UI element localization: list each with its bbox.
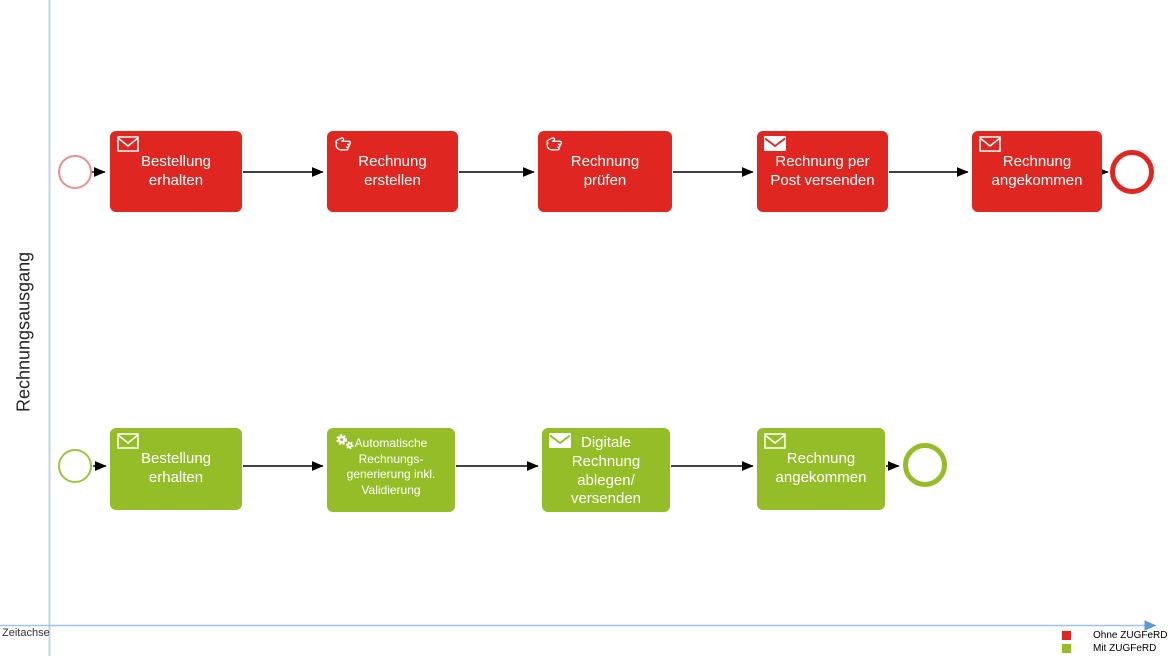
task-bestellung-erhalten-ohne: Bestellung erhalten — [110, 131, 242, 212]
task-rechnung-angekommen-mit: Rechnung angekommen — [757, 428, 885, 510]
task-rechnung-pruefen: Rechnung prüfen — [538, 131, 672, 212]
task-rechnung-angekommen-ohne: Rechnung angekommen — [972, 131, 1102, 212]
task-label: Rechnung angekommen — [991, 152, 1083, 189]
envelope-outline-icon — [979, 136, 1001, 152]
task-label: Automatische Rechnungs- generierung inkl… — [346, 436, 436, 497]
y-axis-label: Rechnungsausgang — [13, 251, 34, 413]
legend-swatch-red — [1062, 631, 1071, 640]
end-event-ohne-zugferd — [1110, 150, 1154, 194]
legend-item-mit-zugferd: Mit ZUGFeRD — [1062, 642, 1167, 655]
task-label: Rechnung erstellen — [358, 152, 427, 189]
legend: Ohne ZUGFeRD Mit ZUGFeRD — [1062, 629, 1167, 655]
envelope-outline-icon — [117, 136, 139, 152]
task-label: Rechnung per Post versenden — [770, 152, 875, 189]
gears-icon — [334, 433, 355, 450]
envelope-outline-icon — [117, 433, 139, 449]
task-bestellung-erhalten-mit: Bestellung erhalten — [110, 428, 242, 510]
end-event-mit-zugferd — [903, 443, 947, 487]
envelope-outline-icon — [764, 433, 786, 449]
legend-item-ohne-zugferd: Ohne ZUGFeRD — [1062, 629, 1167, 642]
hand-icon — [545, 136, 565, 153]
start-event-ohne-zugferd — [58, 155, 92, 189]
envelope-filled-icon — [549, 433, 571, 448]
hand-icon — [334, 136, 354, 153]
envelope-filled-icon — [764, 136, 786, 151]
task-rechnung-erstellen: Rechnung erstellen — [327, 131, 458, 212]
task-label: Bestellung erhalten — [140, 450, 212, 486]
task-label: Bestellung erhalten — [140, 152, 212, 189]
task-rechnung-per-post-versenden: Rechnung per Post versenden — [757, 131, 888, 212]
start-event-mit-zugferd — [58, 449, 92, 483]
legend-swatch-green — [1062, 644, 1071, 653]
task-label: Digitale Rechnung ablegen/ versenden — [570, 434, 642, 508]
x-axis-label: Zeitachse — [2, 627, 50, 639]
task-digitale-rechnung-ablegen-versenden: Digitale Rechnung ablegen/ versenden — [542, 428, 670, 512]
task-automatische-rechnungsgenerierung: Automatische Rechnungs- generierung inkl… — [327, 428, 455, 512]
task-label: Rechnung angekommen — [775, 450, 867, 486]
legend-label: Mit ZUGFeRD — [1093, 643, 1157, 654]
task-label: Rechnung prüfen — [570, 152, 640, 189]
legend-label: Ohne ZUGFeRD — [1093, 630, 1168, 641]
